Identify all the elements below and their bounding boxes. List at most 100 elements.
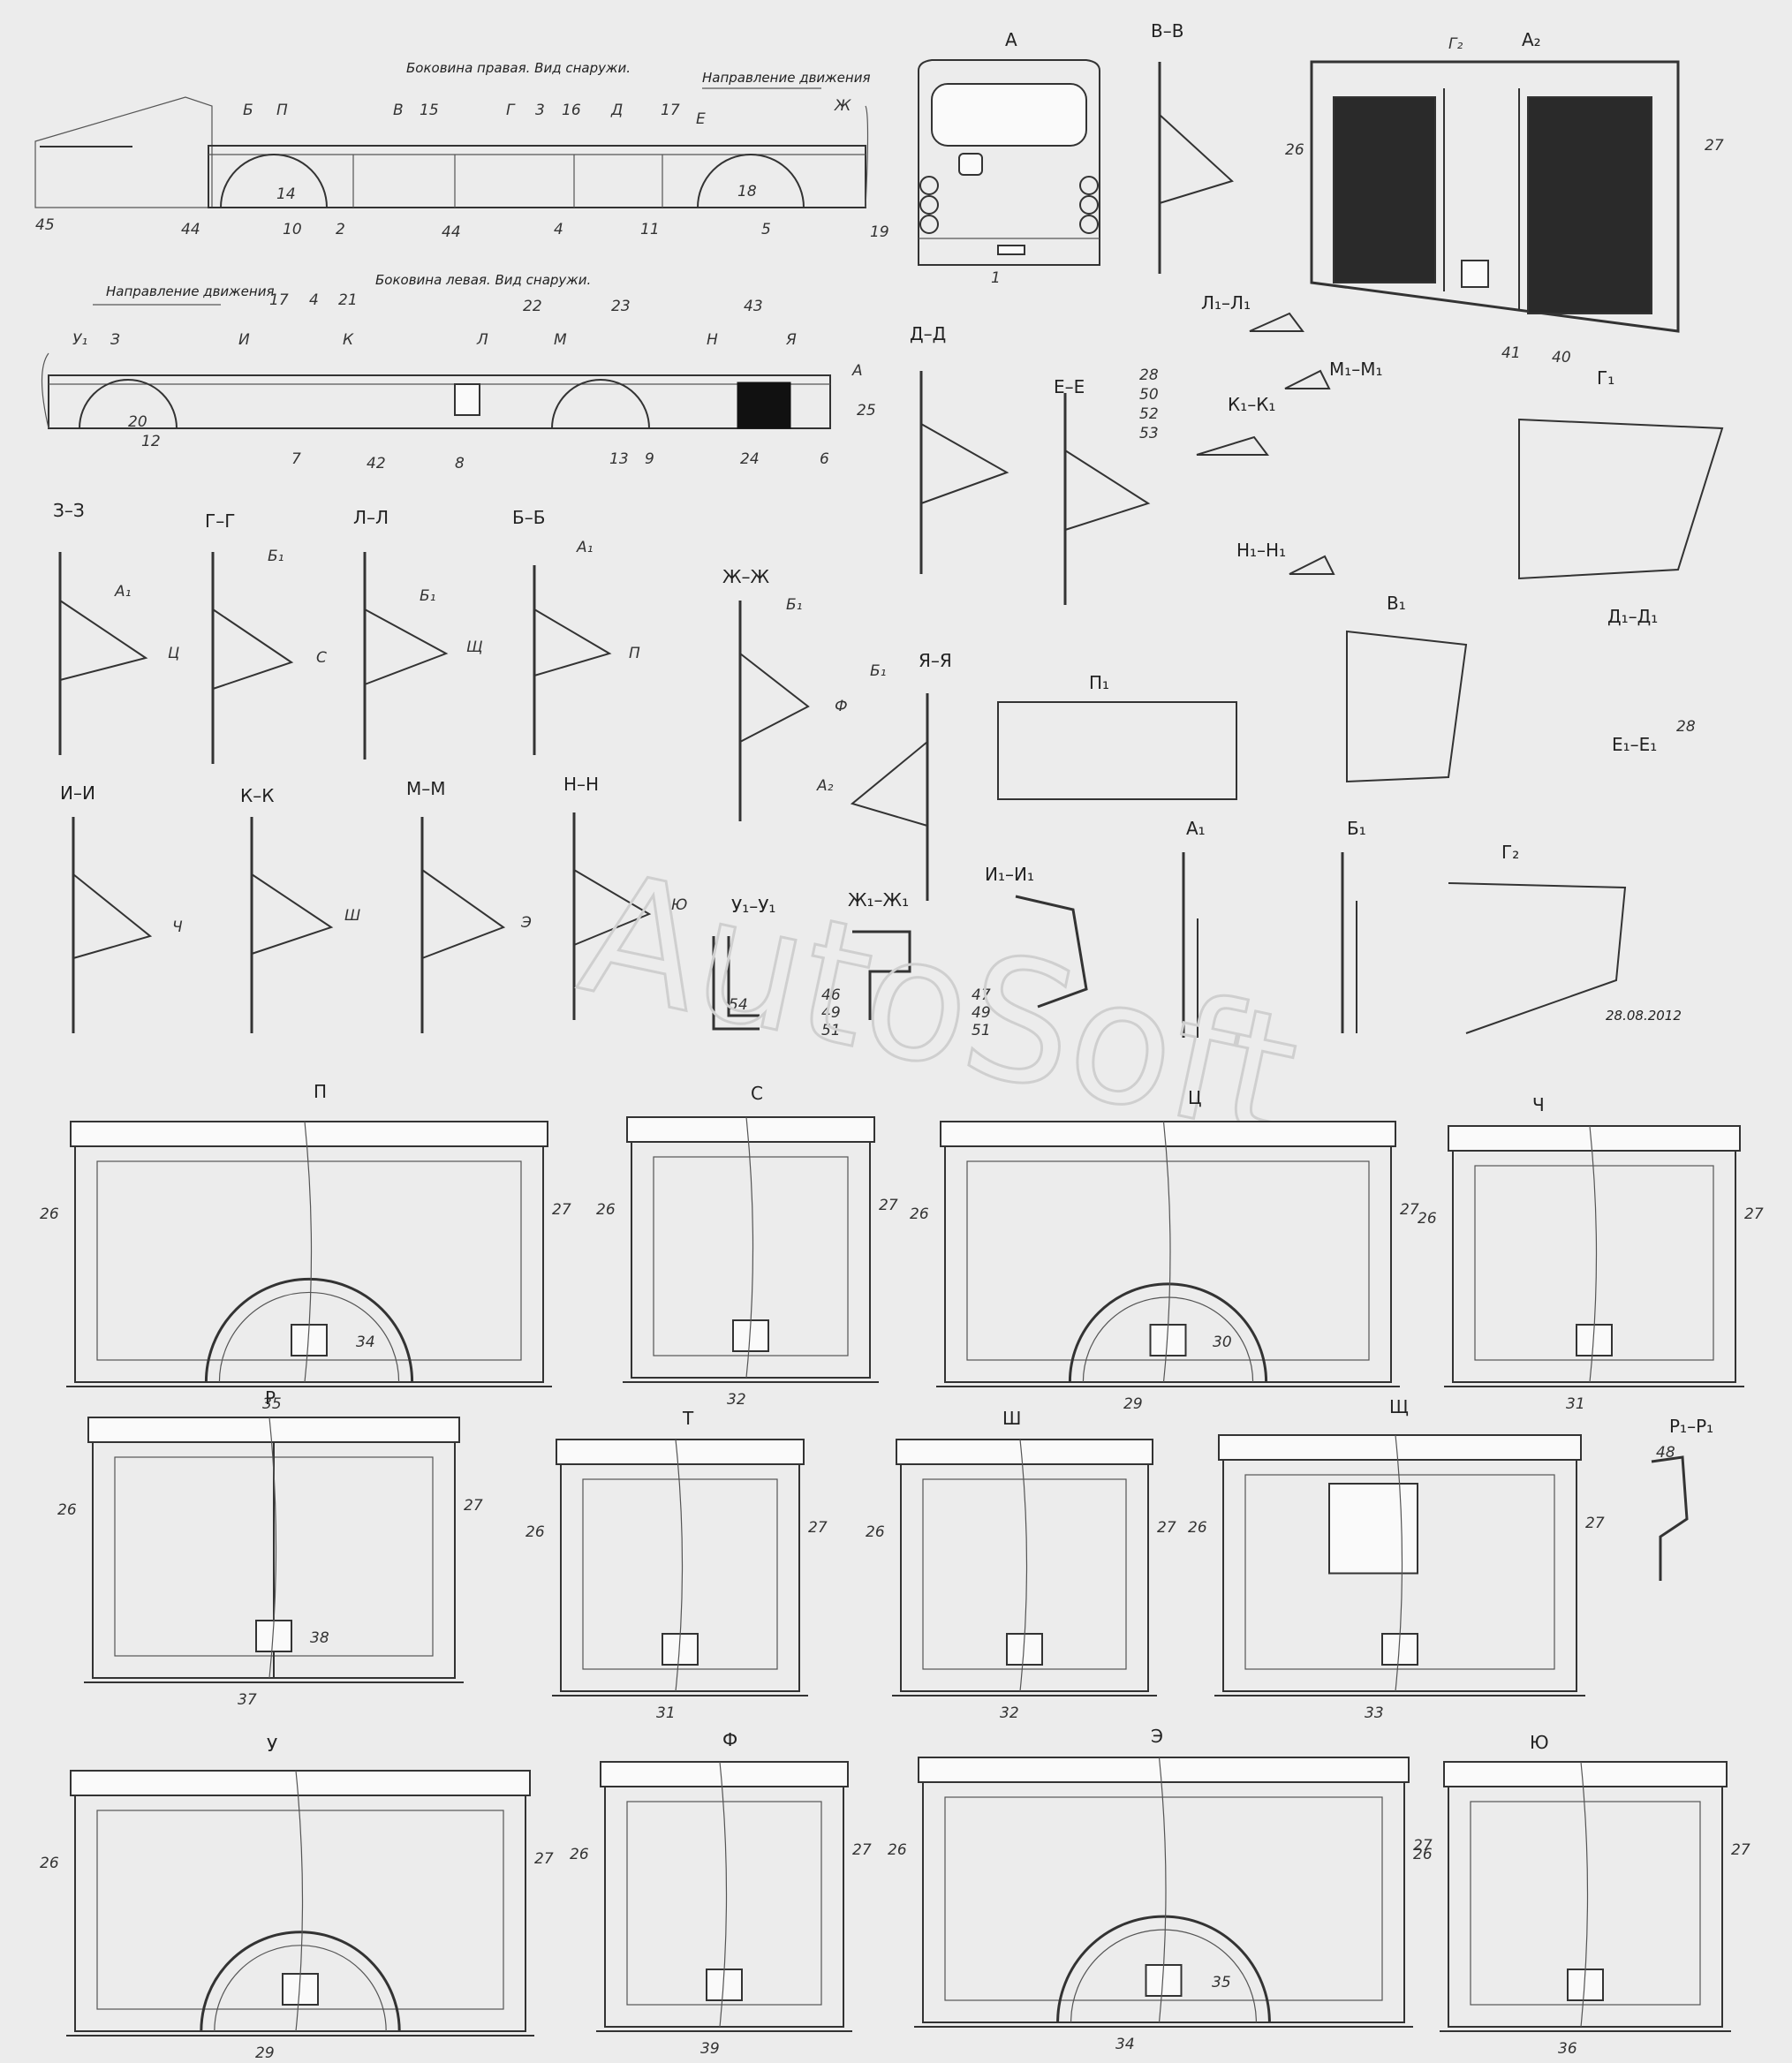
part-number: 54 xyxy=(729,996,748,1014)
cut-letter: И xyxy=(238,331,250,349)
detail-callout: Б₁ xyxy=(786,596,802,614)
panel-inner xyxy=(653,1156,849,1356)
panel-top-rail xyxy=(940,1121,1396,1147)
part-number: 20 xyxy=(128,413,147,431)
panel-inner xyxy=(966,1160,1370,1361)
break-line xyxy=(1158,1757,1167,2023)
part-number: 3 xyxy=(535,102,545,119)
panel-top-rail xyxy=(600,1761,849,1787)
break-line xyxy=(295,1770,304,2032)
part-number: 47 xyxy=(972,986,991,1004)
seal-profile-r1 xyxy=(1651,1455,1689,1581)
part-number: 1 xyxy=(991,269,1001,287)
view-title: З–З xyxy=(53,500,85,521)
panel-top-rail xyxy=(896,1439,1153,1465)
view-title: Г–Г xyxy=(205,510,235,532)
view-title-r: Р xyxy=(265,1387,276,1409)
panel-inner xyxy=(944,1796,1383,2001)
part-number: 31 xyxy=(1566,1395,1585,1413)
part-number: 51 xyxy=(972,1022,991,1039)
view-title: М–М xyxy=(406,778,446,799)
view-title: Н₁–Н₁ xyxy=(1236,540,1286,561)
part-number: 26 xyxy=(570,1846,589,1863)
part-number: 27 xyxy=(1744,1205,1764,1223)
part-number: 40 xyxy=(1552,349,1571,367)
panel-inner xyxy=(96,1160,522,1361)
detail-callout: А₁ xyxy=(114,583,131,601)
date-stamp: 28.08.2012 xyxy=(1606,1008,1682,1024)
view-title-ts: Ц xyxy=(1188,1087,1202,1108)
panel-frame xyxy=(631,1141,871,1379)
view-title-sh: Ш xyxy=(1002,1408,1021,1429)
direction-label-left: Направление движения xyxy=(106,283,274,299)
part-number: 27 xyxy=(1413,1837,1433,1855)
part-number: 19 xyxy=(870,223,889,241)
view-a-rear: А 1 xyxy=(918,29,1100,287)
cut-letter: З xyxy=(110,331,120,349)
break-line xyxy=(268,1417,277,1679)
part-number: 50 xyxy=(1139,386,1159,404)
panel-inner xyxy=(1470,1801,1701,2006)
view-title-a2: А₂ xyxy=(1522,29,1541,50)
part-number: 43 xyxy=(744,298,763,315)
part-number: 37 xyxy=(238,1691,257,1709)
part-number: 51 xyxy=(821,1022,841,1039)
cut-letter: К xyxy=(343,331,354,349)
wheel-arch-inner xyxy=(1070,1929,1257,2023)
part-number: 46 xyxy=(821,986,841,1004)
part-number: 16 xyxy=(562,102,581,119)
cut-letter: У₁ xyxy=(72,331,87,349)
part-number: 12 xyxy=(141,433,161,450)
panel-frame xyxy=(1222,1459,1577,1692)
part-number: 44 xyxy=(181,221,200,238)
detail-callout: Б₁ xyxy=(268,548,284,565)
view-title: И₁–И₁ xyxy=(985,864,1034,885)
part-number: 26 xyxy=(910,1205,929,1223)
view-title-shch: Щ xyxy=(1389,1396,1409,1417)
panel-top-rail xyxy=(1218,1434,1582,1461)
wheel-arch xyxy=(204,1277,414,1383)
panel-frame xyxy=(560,1463,800,1692)
view-title: Д₁–Д₁ xyxy=(1607,606,1658,627)
view-title: Л₁–Л₁ xyxy=(1201,292,1251,314)
detail-callout: Б₁ xyxy=(870,662,886,680)
panel-frame xyxy=(922,1781,1405,2023)
detail-callout: А₂ xyxy=(816,777,834,795)
break-line xyxy=(1589,1125,1598,1383)
cut-letter: Г xyxy=(506,102,516,119)
panel-frame xyxy=(944,1145,1392,1383)
part-number: 4 xyxy=(309,291,319,309)
part-number: 27 xyxy=(534,1850,554,1868)
section-views-lower: И–И Ч К–К Ш М–М Э Н–Н Ю У₁–У₁ 54 Ж₁–Ж₁ 4… xyxy=(60,774,1682,1039)
cut-letter: М xyxy=(554,331,567,349)
cut-letter: Н xyxy=(707,331,718,349)
part-number: 27 xyxy=(464,1497,483,1515)
right-side-title: Боковина правая. Вид снаружи. xyxy=(406,60,631,76)
part-number: 21 xyxy=(338,291,358,309)
view-title-p: П xyxy=(314,1081,327,1102)
panel-top-rail xyxy=(1448,1125,1741,1152)
part-number: 38 xyxy=(310,1629,329,1647)
part-number: 27 xyxy=(1705,137,1724,155)
view-title: Д–Д xyxy=(910,323,946,344)
part-number: 26 xyxy=(888,1841,907,1859)
view-title-e: Э xyxy=(1151,1726,1163,1747)
view-title: Ж–Ж xyxy=(722,566,770,587)
right-side-view: Боковина правая. Вид снаружи. Направлени… xyxy=(34,60,889,241)
panel-top-rail xyxy=(70,1121,548,1147)
panel-inner xyxy=(1474,1165,1714,1361)
part-number: 26 xyxy=(40,1855,59,1872)
detail-callout: Ш xyxy=(344,907,360,925)
part-number: 27 xyxy=(552,1201,571,1219)
part-number: 34 xyxy=(1115,2036,1135,2053)
part-number: 9 xyxy=(645,450,654,468)
view-title: И–И xyxy=(60,782,95,804)
part-number: 28 xyxy=(1139,367,1159,384)
detail-callout: Ю xyxy=(671,896,687,914)
panel-top-rail xyxy=(87,1417,460,1443)
view-title: Я–Я xyxy=(919,650,952,671)
panel-inner xyxy=(96,1810,504,2010)
part-number: 52 xyxy=(1139,405,1159,423)
